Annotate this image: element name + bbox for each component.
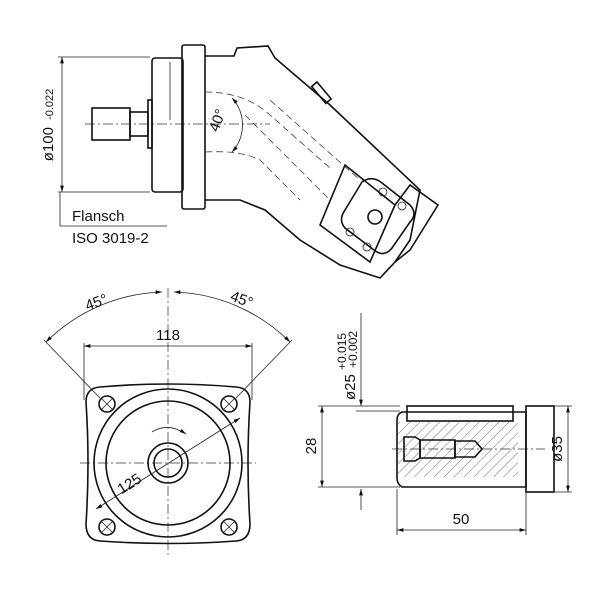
bolt-holes	[98, 395, 238, 536]
flange-label: Flansch	[72, 208, 125, 225]
angle-left-label: 45°	[83, 291, 110, 315]
svg-text:ø25 +0.015: ø25 +0.015	[335, 333, 359, 400]
flange-body	[151, 57, 184, 193]
mounting-flange	[181, 44, 206, 210]
rotation-arrow-icon	[151, 427, 187, 435]
key-height-label: 28	[303, 438, 320, 455]
svg-text:ø100 -0.022: ø100 -0.022	[40, 89, 57, 162]
angle-40-label: 40°	[206, 107, 230, 134]
flange-outline	[85, 383, 251, 545]
bolt-circle-label: 125	[114, 470, 144, 498]
collar-diameter-label: ø35	[549, 436, 566, 462]
tolerance-lower-label: +0.002	[346, 331, 360, 368]
port-hole	[367, 209, 383, 225]
port-block	[319, 163, 396, 264]
shaft-diameter-label: ø25	[342, 374, 359, 400]
shaft-collar	[525, 405, 555, 493]
shaft-view: 28 ø25 +0.015 +0.002 ø35 50	[303, 313, 572, 535]
tolerance-upper-label: +0.015	[335, 333, 349, 370]
front-view: 125 118 45° 45°	[43, 288, 293, 555]
flange-tolerance-label: -0.022	[44, 89, 56, 120]
shaft-body	[396, 411, 527, 488]
bolt-spacing-label: 118	[156, 327, 180, 344]
side-view: 40° ø100 -0.022 Flansch ISO 3019-2	[40, 44, 440, 279]
flange-diameter-label: ø100	[40, 127, 57, 161]
shaft-length-label: 50	[453, 511, 470, 528]
key	[406, 405, 514, 422]
flange-standard-label: ISO 3019-2	[72, 230, 149, 247]
angle-right-label: 45°	[228, 288, 255, 312]
